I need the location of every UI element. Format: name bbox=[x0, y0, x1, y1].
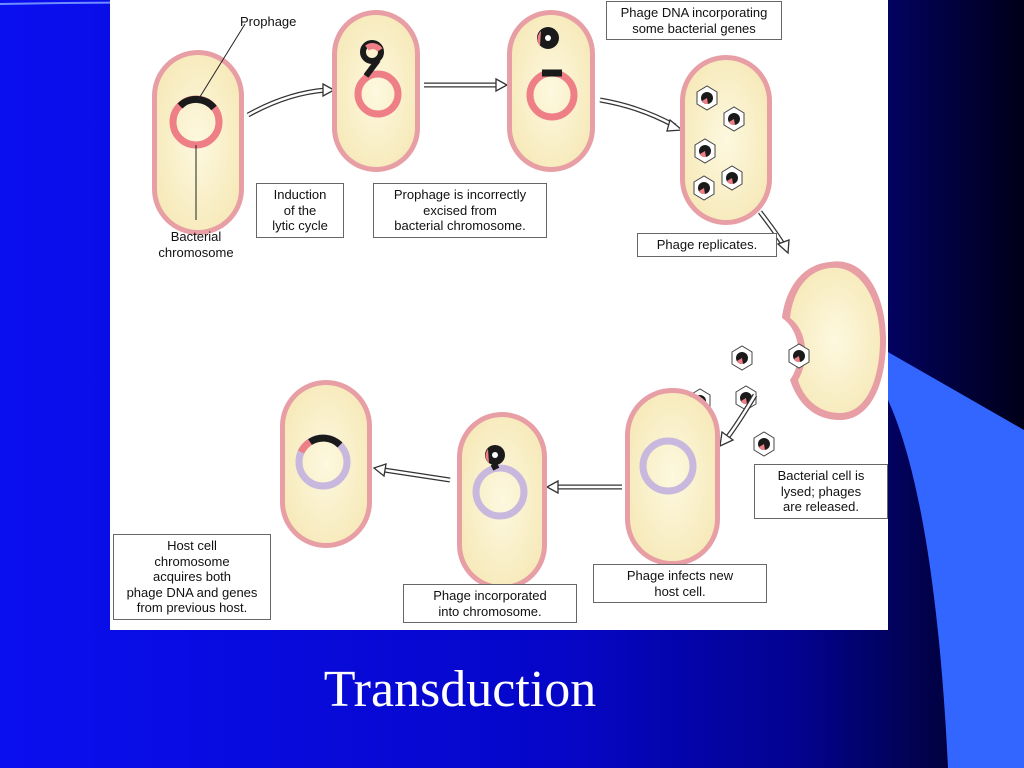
phage-particle-icon bbox=[788, 343, 810, 369]
bacterial-cell-icon bbox=[680, 55, 772, 225]
induction-label: Induction of the lytic cycle bbox=[256, 183, 344, 238]
phage-replicates-label: Phage replicates. bbox=[637, 233, 777, 257]
figure-drawing bbox=[152, 10, 886, 590]
bacterial-cell-icon bbox=[332, 10, 420, 172]
phage-dna-incorporating-label: Phage DNA incorporating some bacterial g… bbox=[606, 1, 782, 40]
phage-particle-icon bbox=[723, 106, 745, 132]
lysed-cell-icon bbox=[782, 261, 886, 420]
process-arrow-icon bbox=[599, 97, 677, 129]
bacterial-cell-icon bbox=[507, 10, 595, 172]
phage-particle-icon bbox=[731, 345, 753, 371]
excised-phage-dna-icon bbox=[537, 27, 559, 49]
bacterial-cell-icon bbox=[457, 412, 547, 590]
prophage-pointer bbox=[197, 23, 246, 101]
phage-infects-label: Phage infects new host cell. bbox=[593, 564, 767, 603]
host-chromosome-icon bbox=[639, 437, 697, 495]
host-acquires-label: Host cell chromosome acquires both phage… bbox=[113, 534, 271, 620]
accent-shape-upper bbox=[888, 352, 1024, 768]
bacterial-cell-icon bbox=[625, 388, 720, 566]
phage-particle-icon bbox=[721, 165, 743, 191]
prophage-label: Prophage bbox=[240, 14, 297, 29]
phage-particle-icon bbox=[693, 175, 715, 201]
incorrect-excision-label: Prophage is incorrectly excised from bac… bbox=[373, 183, 547, 238]
circular-chromosome-icon bbox=[526, 69, 578, 121]
phage-particle-icon bbox=[696, 85, 718, 111]
phage-incorporated-label: Phage incorporated into chromosome. bbox=[403, 584, 577, 623]
phage-particle-icon bbox=[694, 138, 716, 164]
transduction-figure: Prophage Bacterial chromosome Induction … bbox=[110, 0, 888, 630]
process-arrow-icon bbox=[246, 87, 327, 118]
recombinant-chromosome-icon bbox=[295, 434, 351, 490]
phage-particle-icon bbox=[753, 431, 775, 457]
slide-title: Transduction bbox=[323, 661, 597, 718]
bacterial-chromosome-label: Bacterial chromosome bbox=[158, 229, 234, 260]
looped-chromosome-icon bbox=[354, 40, 402, 118]
cell-lysed-label: Bacterial cell is lysed; phages are rele… bbox=[754, 464, 888, 519]
integrating-chromosome-icon bbox=[472, 445, 528, 520]
bacterial-cell-icon bbox=[280, 380, 372, 548]
